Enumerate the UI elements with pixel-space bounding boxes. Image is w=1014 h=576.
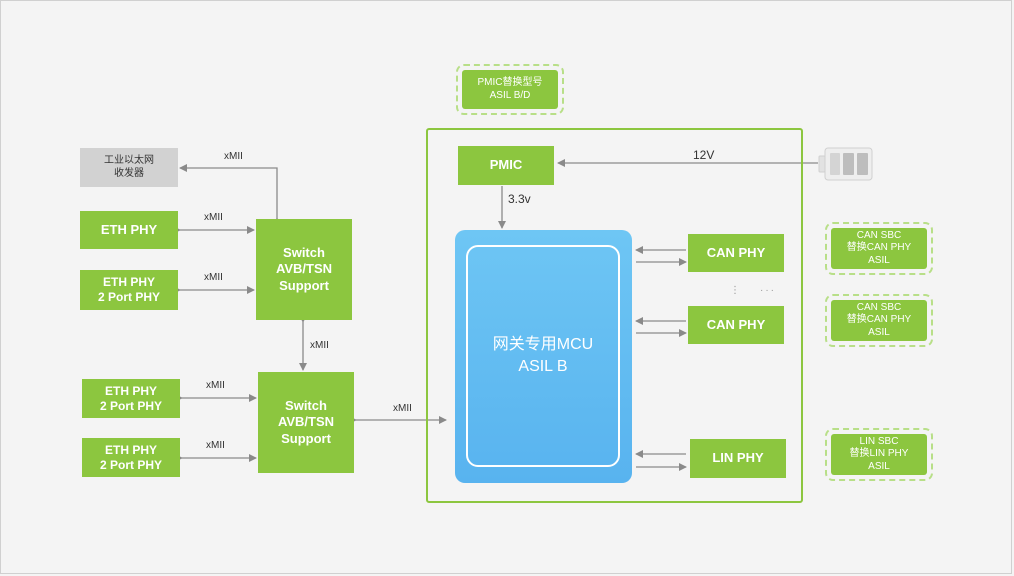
eth-phy-2port-c: ETH PHY 2 Port PHY — [82, 438, 180, 477]
mcu-asil: ASIL B — [518, 358, 568, 375]
xmii-label-eth-2port-a: xMII — [204, 272, 223, 283]
gateway-board — [426, 128, 803, 503]
pmic: PMIC — [458, 146, 554, 185]
gateway-mcu-inner: 网关专用MCU ASIL B — [466, 245, 620, 467]
can-sbc-note-2: CAN SBC 替换CAN PHY ASIL — [825, 294, 933, 347]
xmii-label-switch-switch: xMII — [310, 340, 329, 351]
can-sbc-label-1: CAN SBC 替换CAN PHY ASIL — [831, 228, 927, 269]
pmic-alternative-note: PMIC替换型号 ASIL B/D — [456, 64, 564, 115]
xmii-label-switch-mcu: xMII — [393, 403, 412, 414]
xmii-label-eth-2port-c: xMII — [206, 440, 225, 451]
battery-icon — [818, 147, 873, 181]
xmii-link-transceiver — [179, 164, 281, 225]
ethernet-transceiver: 工业以太网 收发器 — [80, 148, 178, 187]
can-phy-1: CAN PHY — [688, 234, 784, 272]
can-phy-2: CAN PHY — [688, 306, 784, 344]
xmii-label-transceiver: xMII — [224, 151, 243, 162]
lin-sbc-note: LIN SBC 替换LIN PHY ASIL — [825, 428, 933, 481]
switch-avb-tsn-top: Switch AVB/TSN Support — [256, 219, 352, 320]
pmic-alternative-label: PMIC替换型号 ASIL B/D — [462, 70, 558, 109]
mcu-title: 网关专用MCU — [492, 336, 594, 354]
eth-phy-2port-b: ETH PHY 2 Port PHY — [82, 379, 180, 418]
can-sbc-note-1: CAN SBC 替换CAN PHY ASIL — [825, 222, 933, 275]
lin-phy: LIN PHY — [690, 439, 786, 478]
eth-phy: ETH PHY — [80, 211, 178, 249]
xmii-label-eth-phy: xMII — [204, 212, 223, 223]
ellipsis-horizontal: ··· — [760, 285, 776, 296]
xmii-label-eth-2port-b: xMII — [206, 380, 225, 391]
can-sbc-label-2: CAN SBC 替换CAN PHY ASIL — [831, 300, 927, 341]
ellipsis-vertical: ⋮ — [730, 285, 742, 296]
eth-phy-2port-a: ETH PHY 2 Port PHY — [80, 270, 178, 310]
switch-avb-tsn-bottom: Switch AVB/TSN Support — [258, 372, 354, 473]
label-3v3: 3.3v — [508, 192, 531, 206]
label-12v: 12V — [693, 148, 715, 162]
gateway-mcu — [455, 230, 632, 483]
lin-sbc-label: LIN SBC 替换LIN PHY ASIL — [831, 434, 927, 475]
